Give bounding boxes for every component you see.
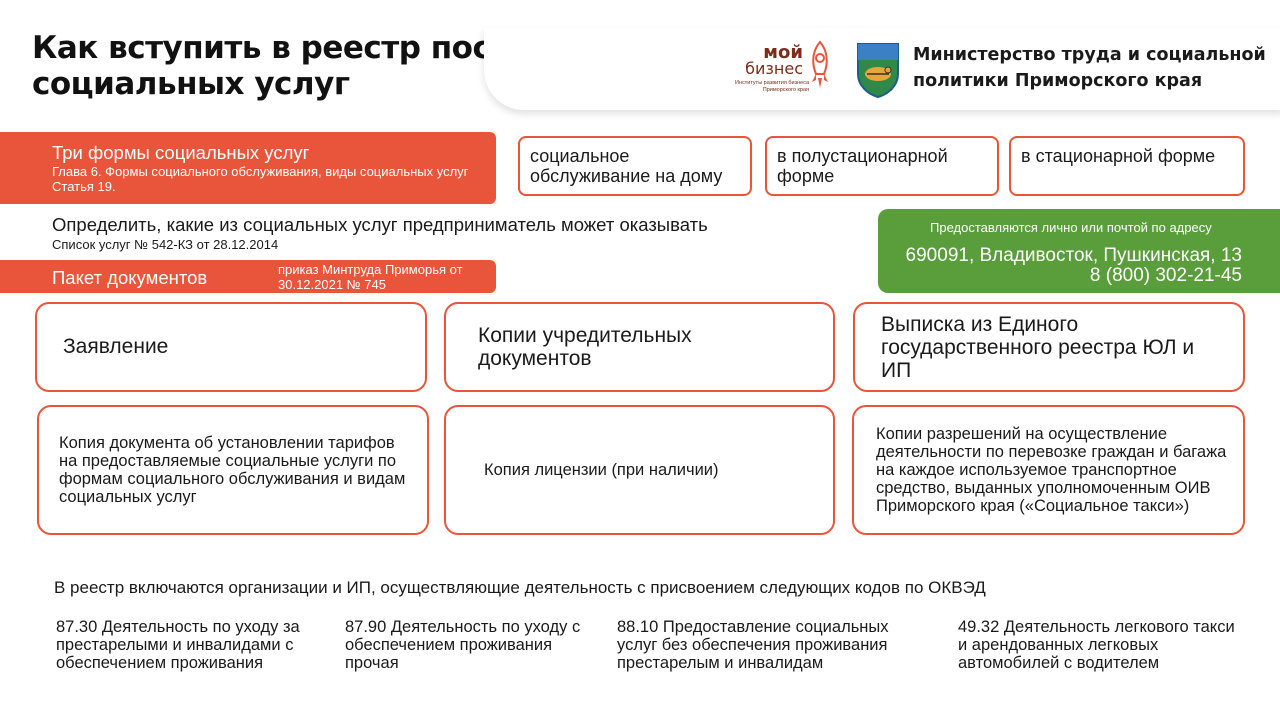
form-semi-stationary: в полустационарной форме [765,136,999,196]
form-stationary: в стационарной форме [1009,136,1245,196]
doc-transport-permits: Копии разрешений на осуществление деятел… [852,405,1245,535]
forms-banner: Три формы социальных услуг Глава 6. Форм… [0,132,496,204]
submission-box: Предоставляются лично или почтой по адре… [878,209,1280,293]
forms-subheading: Глава 6. Формы социального обслуживания,… [52,164,469,194]
documents-banner: Пакет документов приказ Минтруда Приморь… [0,260,496,293]
documents-heading: Пакет документов [52,267,208,288]
moy-biznes-logo: мой бизнес Институты развития бизнеса Пр… [733,40,833,98]
doc-tariffs: Копия документа об установлении тарифов … [37,405,429,535]
okved-code-49-32: 49.32 Деятельность легкового такси и аре… [958,618,1235,672]
documents-order: приказ Минтруда Приморья от 30.12.2021 №… [278,262,463,292]
okved-heading: В реестр включаются организации и ИП, ос… [54,578,986,597]
form-home: социальное обслуживание на дому [518,136,752,196]
submission-note: Предоставляются лично или почтой по адре… [930,220,1212,235]
define-services-text: Определить, какие из социальных услуг пр… [52,214,708,235]
coat-of-arms-icon [857,43,899,98]
rocket-icon [812,40,828,88]
doc-label: Копии разрешений на осуществление деятел… [876,425,1227,515]
doc-label: Копия документа об установлении тарифов … [59,434,406,506]
doc-label: Выписка из Единого государственного реес… [881,312,1195,382]
doc-register-extract: Выписка из Единого государственного реес… [853,302,1245,392]
forms-heading: Три формы социальных услуг [52,142,310,163]
doc-founding: Копии учредительных документов [444,302,835,392]
logo-word-2: бизнес [745,59,803,78]
ministry-name: Министерство труда и социальной политики… [913,45,1266,91]
submission-address: 690091, Владивосток, Пушкинская, 13 [905,245,1242,266]
okved-code-87-90: 87.90 Деятельность по уходу с обеспечени… [345,618,581,672]
doc-label: Копия лицензии (при наличии) [484,460,719,479]
doc-license: Копия лицензии (при наличии) [444,405,835,535]
doc-label: Копии учредительных документов [478,324,692,370]
services-list-ref: Список услуг № 542-КЗ от 28.12.2014 [52,237,279,252]
logo-subtitle: Институты развития бизнеса Приморского к… [735,80,809,93]
logo-word-1: мой [763,42,803,63]
doc-label: Заявление [63,335,169,358]
submission-phone: 8 (800) 302-21-45 [1089,265,1242,286]
okved-code-87-30: 87.30 Деятельность по уходу за престарел… [56,618,300,672]
okved-code-88-10: 88.10 Предоставление социальных услуг бе… [617,618,889,672]
doc-application: Заявление [35,302,427,392]
